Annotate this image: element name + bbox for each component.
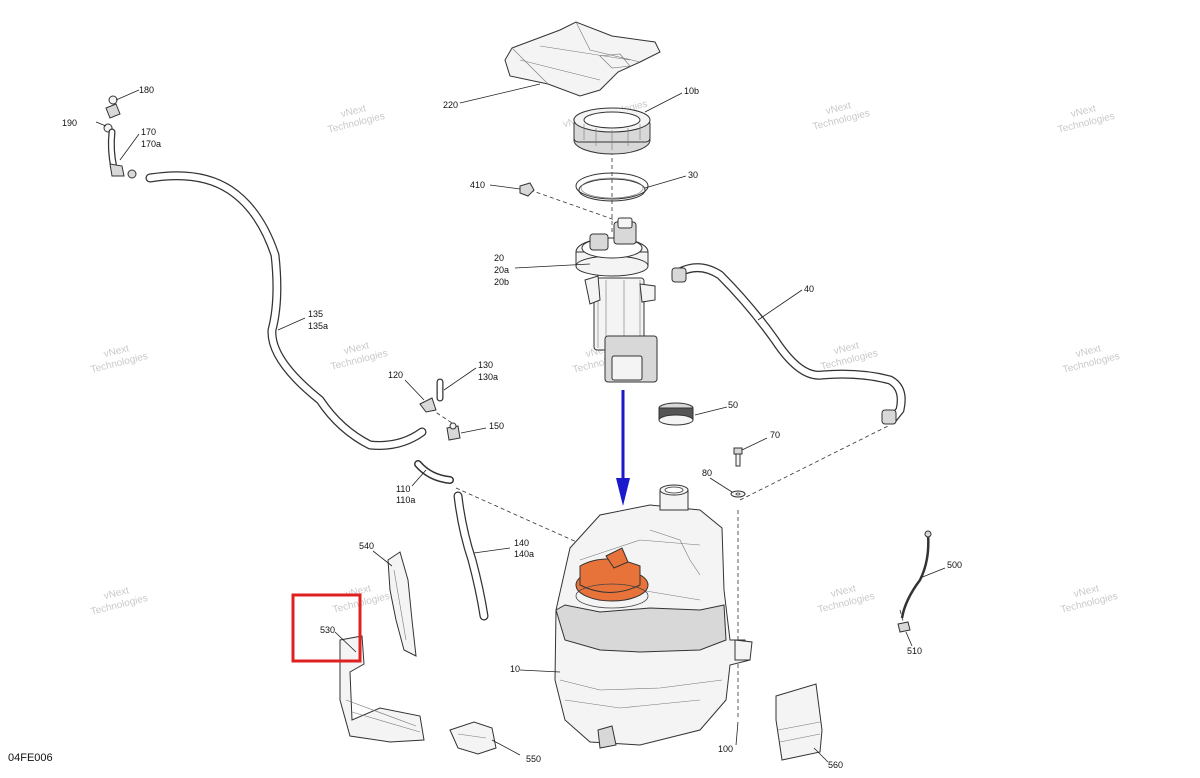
- callout-170: 170: [141, 127, 156, 137]
- callout-20b: 20b: [494, 277, 509, 287]
- part-70-bolt: [733, 447, 743, 467]
- callout-labels: 180 190 170 170a 220 10b 410 30 20 20a 2…: [62, 85, 962, 770]
- part-135-vent-hose: [145, 171, 427, 450]
- watermark: vNext Technologies: [90, 585, 149, 618]
- watermark: vNext Technologies: [817, 583, 876, 616]
- callout-10b: 10b: [684, 86, 699, 96]
- callout-190: 190: [62, 118, 77, 128]
- watermark: vNext Technologies: [330, 340, 389, 373]
- callout-70: 70: [770, 430, 780, 440]
- part-120-fitting: [419, 397, 437, 413]
- part-220-heat-shield: [504, 21, 661, 97]
- callout-100: 100: [718, 744, 733, 754]
- highlight-box-530: [291, 593, 362, 663]
- part-50-filler-cap: [658, 402, 694, 426]
- leader-lines: [95, 83, 946, 763]
- callout-140a: 140a: [514, 549, 534, 559]
- callout-10: 10: [510, 664, 520, 674]
- callout-550: 550: [526, 754, 541, 764]
- callout-20a: 20a: [494, 265, 509, 275]
- watermark: vNext Technologies: [90, 343, 149, 376]
- callout-120: 120: [388, 370, 403, 380]
- part-80-washer: [730, 490, 746, 498]
- callout-110a: 110a: [396, 495, 415, 505]
- part-500-wire: [900, 530, 932, 619]
- callout-40: 40: [804, 284, 814, 294]
- callout-130: 130: [478, 360, 493, 370]
- callout-500: 500: [947, 560, 962, 570]
- tank-pump-opening: [575, 547, 649, 609]
- part-20-fuel-pump-module: [575, 217, 658, 383]
- part-10b-lock-ring: [573, 107, 651, 155]
- callout-130a: 130a: [478, 372, 498, 382]
- callout-20: 20: [494, 253, 504, 263]
- callout-170a: 170a: [141, 139, 161, 149]
- watermark: vNext Technologies: [327, 103, 386, 136]
- watermark: vNext Technologies: [1060, 583, 1119, 616]
- part-180-vent-valve: [105, 95, 121, 119]
- part-170-elbow: [107, 128, 125, 177]
- callout-180: 180: [139, 85, 154, 95]
- part-510-clip: [897, 621, 911, 633]
- watermark: vNext Technologies: [1062, 343, 1121, 376]
- callout-140: 140: [514, 538, 529, 548]
- part-110-hose: [414, 460, 454, 484]
- callout-220: 220: [443, 100, 458, 110]
- callout-30: 30: [688, 170, 698, 180]
- part-560-guard: [775, 683, 823, 761]
- diagram-code: 04FE006: [8, 752, 53, 764]
- part-150-valve: [446, 422, 461, 441]
- callout-410: 410: [470, 180, 485, 190]
- part-170a-clamp: [127, 169, 137, 179]
- callout-110: 110: [396, 484, 410, 494]
- callout-50: 50: [728, 400, 738, 410]
- callout-80: 80: [702, 468, 712, 478]
- part-40-fuel-line: [671, 263, 906, 425]
- callout-150: 150: [489, 421, 504, 431]
- part-410-clip: [519, 182, 535, 197]
- callout-510: 510: [907, 646, 922, 656]
- part-10-fuel-tank: [554, 484, 753, 749]
- callout-135: 135: [308, 309, 323, 319]
- callout-135a: 135a: [308, 321, 328, 331]
- watermark: vNext Technologies: [1057, 103, 1116, 136]
- part-140-hose: [453, 491, 489, 621]
- callout-540: 540: [359, 541, 374, 551]
- callout-560: 560: [828, 760, 843, 770]
- part-550-bracket: [449, 721, 497, 755]
- watermark: vNext Technologies: [812, 100, 871, 133]
- part-540-shield: [387, 551, 417, 657]
- callout-530: 530: [320, 625, 335, 635]
- assembly-direction-arrow: [616, 390, 630, 506]
- watermark: vNext Technologies: [820, 340, 879, 373]
- part-30-seal-ring: [575, 172, 649, 202]
